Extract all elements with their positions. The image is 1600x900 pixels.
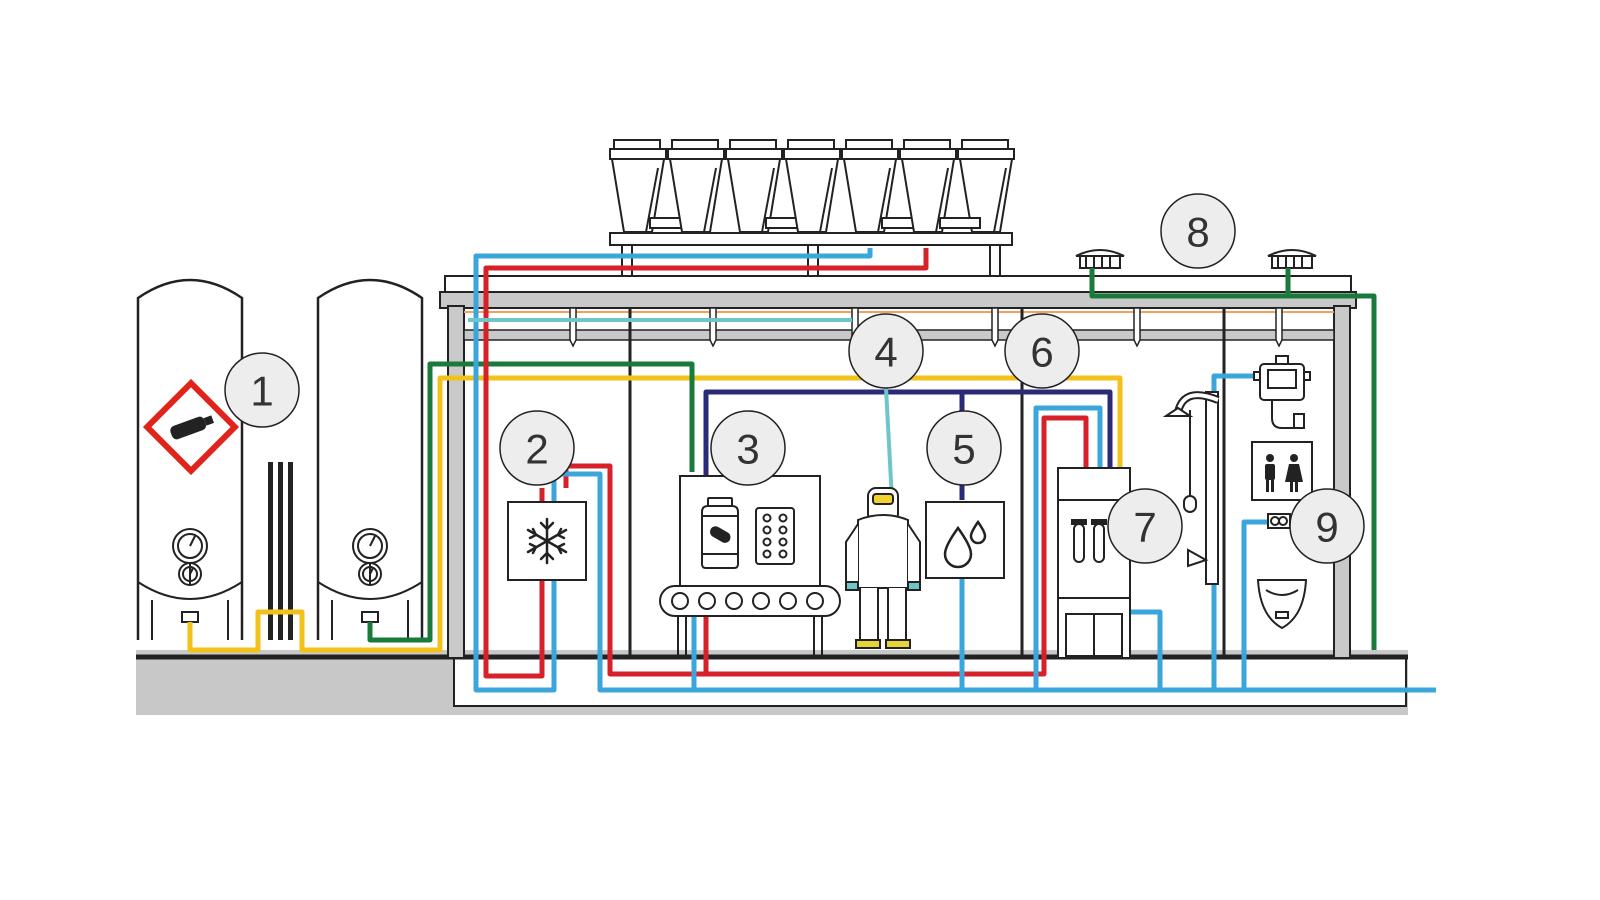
callout-2: 2 <box>499 410 575 486</box>
callout-3: 3 <box>710 410 786 486</box>
roof-fan-icon <box>1075 249 1317 269</box>
pressure-gauge-icon <box>172 528 388 586</box>
cooling-tower-icon <box>609 139 1015 276</box>
callout-label: 4 <box>874 329 897 376</box>
water-unit <box>925 501 1005 579</box>
callout-9: 9 <box>1289 488 1365 564</box>
urinal-icon <box>1256 579 1308 630</box>
callout-label: 9 <box>1315 504 1338 551</box>
callout-6: 6 <box>1004 313 1080 389</box>
cleanroom-suit-icon <box>845 487 921 649</box>
snowflake-icon <box>526 517 568 565</box>
callout-label: 3 <box>736 426 759 473</box>
freezer-unit <box>507 501 587 581</box>
callout-label: 5 <box>952 426 975 473</box>
lab-cabinet <box>1057 467 1131 659</box>
callout-8: 8 <box>1160 193 1236 269</box>
utility-pipes <box>187 248 1436 693</box>
callout-1: 1 <box>224 352 300 428</box>
pill-blister-icon <box>755 507 795 565</box>
storage-tanks <box>136 278 424 640</box>
monitoring-device <box>1253 355 1311 429</box>
toilet-flush-icon <box>1267 513 1291 529</box>
callout-label: 8 <box>1186 209 1209 256</box>
callout-4: 4 <box>848 313 924 389</box>
callout-5: 5 <box>926 410 1002 486</box>
test-tubes-icon <box>1071 519 1107 563</box>
restroom-sign-icon <box>1251 441 1313 501</box>
callout-label: 2 <box>525 426 548 473</box>
callout-label: 1 <box>250 368 273 415</box>
water-drops-icon <box>943 519 987 569</box>
ground <box>136 650 1408 715</box>
callout-7: 7 <box>1107 488 1183 564</box>
gas-cylinder-hazard-icon <box>142 378 240 476</box>
callout-label: 6 <box>1030 329 1053 376</box>
emergency-shower-icon <box>1162 391 1220 585</box>
callout-label: 7 <box>1133 504 1156 551</box>
conveyor-belt-icon <box>659 585 841 658</box>
medicine-bottle-icon <box>701 497 739 569</box>
production-line <box>659 475 841 658</box>
